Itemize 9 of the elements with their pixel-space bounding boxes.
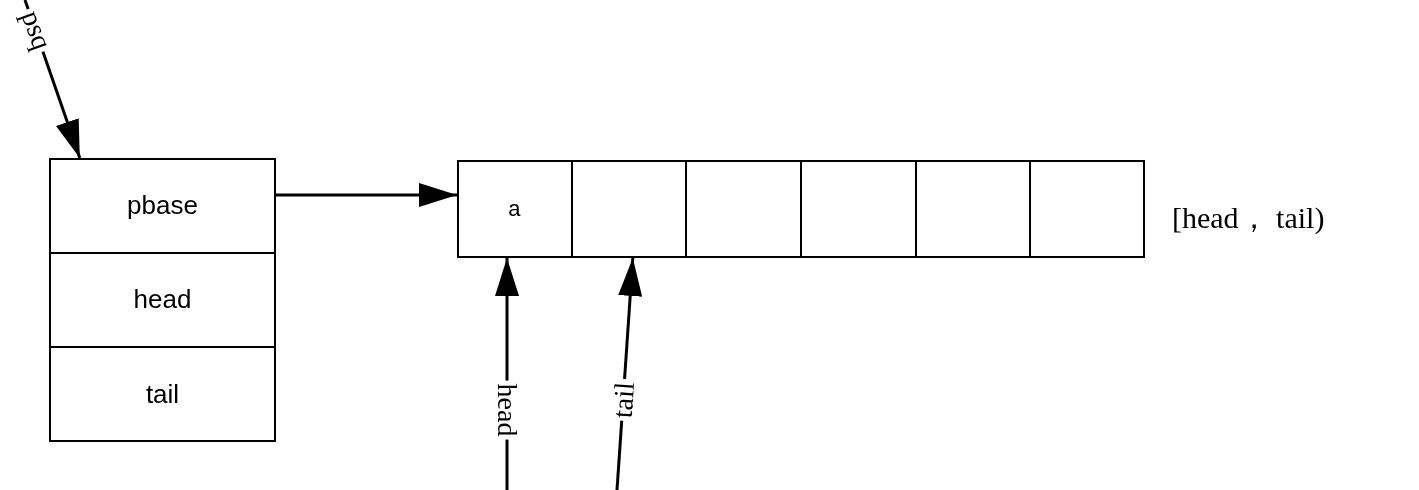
array-cell <box>686 160 801 258</box>
range-label: [head， tail) <box>1172 203 1325 233</box>
array-cell <box>915 160 1031 258</box>
table-row: head <box>49 252 276 348</box>
array-cell <box>571 160 687 258</box>
array-box <box>457 160 1145 258</box>
array-cell <box>801 160 916 258</box>
arrow <box>276 183 457 207</box>
struct-box <box>49 158 276 442</box>
